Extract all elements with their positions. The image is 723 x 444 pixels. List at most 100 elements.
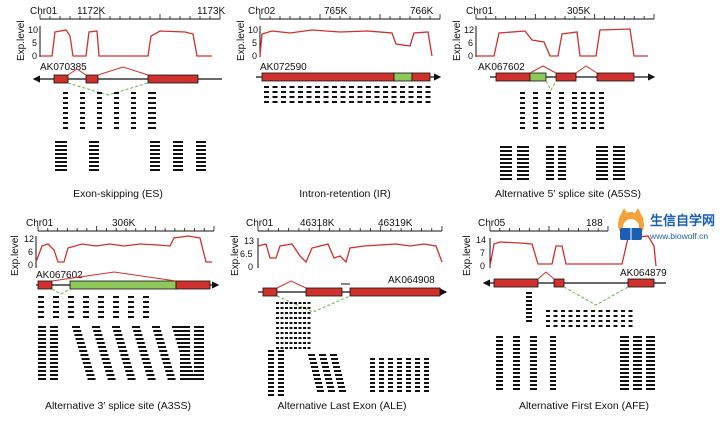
y-tick: 10 [28,25,38,35]
sequencing-read [546,310,550,312]
sequencing-read [496,336,503,338]
sequencing-read [131,97,136,99]
sequencing-read [50,370,58,372]
y-tick: 6 [468,38,473,48]
sequencing-read [276,342,279,344]
sequencing-read [520,102,525,104]
sequencing-read [116,342,125,344]
sequencing-read [150,112,156,114]
sequencing-read [406,374,411,376]
sequencing-read [558,174,566,176]
sequencing-read [289,307,293,309]
sequencing-read [107,378,116,380]
sequencing-read [139,350,148,352]
sequencing-read [98,306,104,308]
sequencing-read [308,354,315,356]
sequencing-read [114,107,119,109]
panel-ir: Chr02 765K 766K Exp.level 10 5 0 AK07259… [236,6,442,200]
sequencing-read [558,162,566,164]
sequencing-read [276,337,279,339]
sequencing-read [379,386,384,388]
sequencing-read [425,86,431,88]
sequencing-read [513,376,520,378]
sequencing-read [646,336,655,338]
alternative-first-exon [627,278,655,288]
sequencing-read [278,354,284,356]
aligned-reads [89,141,99,171]
sequencing-read [415,378,420,380]
sequencing-read [417,86,422,88]
sequencing-read [581,102,586,104]
sequencing-read [114,112,119,114]
sequencing-read [559,127,564,129]
retained-intron [393,72,413,82]
sequencing-read [583,325,588,327]
y-tick: 14 [476,235,486,245]
sequencing-read [388,378,393,380]
aligned-reads [500,146,529,180]
sequencing-read [550,368,556,370]
sequencing-read [496,340,503,342]
sequencing-read [383,91,388,93]
sequencing-read [621,320,625,322]
sequencing-read [154,334,163,336]
sequencing-read [379,358,384,360]
sequencing-read [370,378,375,380]
sequencing-read [572,117,577,119]
sequencing-read [620,360,629,362]
sequencing-read [306,86,312,88]
sequencing-read [415,366,420,368]
sequencing-read [646,368,655,370]
sequencing-read [533,117,538,119]
sequencing-read [280,347,284,349]
sequencing-read [406,386,411,388]
sequencing-read [285,302,288,304]
sequencing-read [530,380,537,382]
sequencing-read [289,337,293,339]
sequencing-read [96,342,105,344]
sequencing-read [590,127,595,129]
exon [553,278,565,288]
y-axis-label: Exp.level [236,20,247,61]
sequencing-read [173,169,183,171]
sequencing-read [150,122,156,124]
sequencing-read [513,348,520,350]
sequencing-read [276,347,279,349]
sequencing-read [307,342,311,344]
sequencing-read [327,386,334,388]
sequencing-read [415,386,420,388]
aligned-reads [546,146,566,180]
sequencing-read [533,92,538,94]
sequencing-read [628,315,633,317]
sequencing-read [520,122,525,124]
sequencing-read [558,146,566,148]
sequencing-read [397,390,402,392]
sequencing-read [357,86,363,88]
sequencing-read [278,366,284,368]
sequencing-read [513,372,520,374]
watermark-name: 生信自学网 [650,213,715,229]
sequencing-read [590,122,595,124]
sequencing-read [546,315,550,317]
sequencing-read [162,362,171,364]
sequencing-read [278,370,284,372]
sequencing-read [496,372,503,374]
sequencing-read [599,102,604,104]
alternative-3-splice-region [69,280,177,290]
sequencing-read [113,311,119,313]
sequencing-read [68,301,74,303]
sequencing-read [526,296,532,298]
sequencing-read [131,107,136,109]
sequencing-read [307,317,311,319]
sequencing-read [289,322,293,324]
sequencing-read [546,158,554,160]
sequencing-read [530,364,537,366]
sequencing-read [268,378,274,380]
sequencing-read [424,362,429,364]
sequencing-read [114,102,119,104]
sequencing-read [268,382,274,384]
sequencing-read [38,358,46,360]
coverage-curve [257,243,443,264]
sequencing-read [180,342,190,344]
